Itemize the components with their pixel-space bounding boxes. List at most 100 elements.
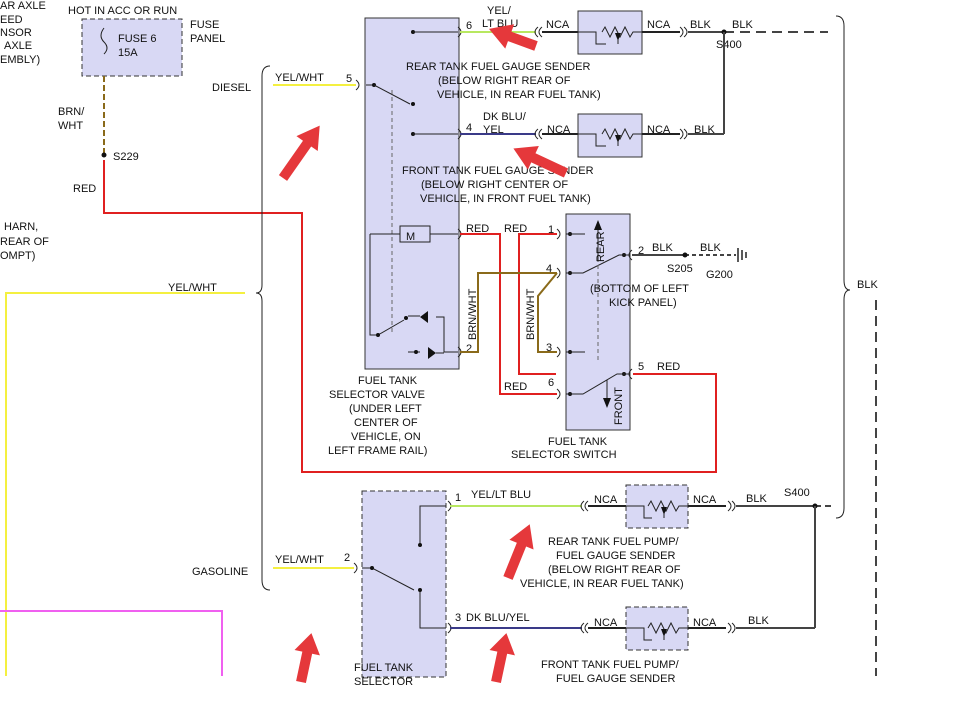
valve-label-5: VEHICLE, ON bbox=[351, 431, 421, 443]
front-pump-label-2: FUEL GAUGE SENDER bbox=[556, 673, 675, 685]
yel-wht-wire-left bbox=[5, 292, 245, 676]
switch-name-1: FUEL TANK bbox=[548, 436, 608, 448]
valve-label-2: SELECTOR VALVE bbox=[329, 389, 425, 401]
switch-name-2: SELECTOR SWITCH bbox=[511, 449, 617, 461]
brn-wht-wire-switch bbox=[537, 272, 558, 353]
annotation-arrow-3 bbox=[513, 146, 569, 178]
rear-sender-nca-b: NCA bbox=[647, 19, 671, 31]
harn-label-1: HARN, bbox=[4, 221, 38, 233]
rear-pump-label-2: FUEL GAUGE SENDER bbox=[556, 550, 675, 562]
brn-wht-wire-valve bbox=[460, 272, 557, 353]
annotation-arrow-5 bbox=[294, 633, 320, 684]
valve-label-1: FUEL TANK bbox=[358, 375, 418, 387]
red-wire-main bbox=[103, 160, 717, 473]
rear-pump-connector-a bbox=[580, 500, 589, 512]
blk-label-rear-sender: BLK bbox=[690, 19, 711, 31]
brn-wht-vertical-label-2: BRN/WHT bbox=[525, 288, 537, 340]
red-wire-label-left: RED bbox=[73, 183, 96, 195]
blk-label-ground-b: BLK bbox=[700, 242, 721, 254]
brn-wht-vertical-label-1: BRN/WHT bbox=[467, 288, 479, 340]
left-label-4: AXLE bbox=[4, 40, 32, 52]
s205-label: S205 bbox=[667, 263, 693, 275]
blk-label-right: BLK bbox=[857, 279, 878, 291]
gas-selector-pin-2-connector bbox=[353, 562, 358, 574]
valve-pin-5-label: 5 bbox=[346, 73, 352, 85]
switch-pin-2-label: 2 bbox=[638, 245, 644, 257]
yel-wht-label-left: YEL/WHT bbox=[168, 282, 217, 294]
switch-location-1: (BOTTOM OF LEFT bbox=[590, 283, 689, 295]
switch-front-label: FRONT bbox=[613, 387, 625, 425]
switch-pins bbox=[556, 220, 633, 408]
annotation-arrow-6 bbox=[489, 633, 515, 684]
left-edge-labels: AR AXLE EED NSOR AXLE EMBLY) HARN, REAR … bbox=[0, 0, 49, 262]
blk-label-front-pump: BLK bbox=[748, 615, 769, 627]
valve-label-6: LEFT FRAME RAIL) bbox=[328, 445, 427, 457]
s205-splice-dot bbox=[682, 252, 688, 258]
s229-label: S229 bbox=[113, 151, 139, 163]
rear-pump-nca-a: NCA bbox=[594, 494, 618, 506]
red-wire-valve-to-switch bbox=[460, 233, 557, 395]
harn-label-3: OMPT) bbox=[0, 250, 35, 262]
switch-pin-6-label: 6 bbox=[548, 377, 554, 389]
gas-selector-switch bbox=[362, 505, 446, 629]
rear-sender-resistor-icon bbox=[578, 25, 642, 45]
fuse-name: FUSE 6 bbox=[118, 33, 157, 45]
blk-label-rear-pump: BLK bbox=[746, 493, 767, 505]
rear-sender-label-3: VEHICLE, IN REAR FUEL TANK) bbox=[437, 89, 601, 101]
rear-sender-connector-b bbox=[679, 26, 688, 38]
switch-pin-3-label: 3 bbox=[546, 342, 552, 354]
valve-label-3: (UNDER LEFT bbox=[349, 403, 422, 415]
front-sender-connector-a bbox=[534, 128, 543, 140]
front-sender-nca-a: NCA bbox=[547, 124, 571, 136]
red-wire-label-bottom: RED bbox=[504, 381, 527, 393]
blk-label-ground-a: BLK bbox=[652, 242, 673, 254]
rear-sender-label-2: (BELOW RIGHT REAR OF bbox=[438, 75, 571, 87]
left-label-1: AR AXLE bbox=[0, 0, 46, 12]
dkblu-yel-label-b: YEL bbox=[483, 124, 504, 136]
rear-pump-connector-b bbox=[727, 500, 736, 512]
g200-label: G200 bbox=[706, 269, 733, 281]
front-pump-connector-a bbox=[580, 622, 589, 634]
brn-wht-label-b: WHT bbox=[58, 120, 83, 132]
front-pump-connector-b bbox=[727, 622, 736, 634]
red-wire-switch-label: RED bbox=[504, 223, 527, 235]
harn-label-2: REAR OF bbox=[0, 236, 49, 248]
s229-splice-dot bbox=[101, 152, 107, 158]
fuse-hot-label: HOT IN ACC OR RUN bbox=[68, 5, 177, 17]
valve-motor: M bbox=[369, 225, 458, 359]
s400-label-top: S400 bbox=[716, 39, 742, 51]
red-wire-switch-loop bbox=[518, 233, 557, 375]
dkblu-yel-label-a: DK BLU/ bbox=[483, 111, 527, 123]
front-sender-label-3: VEHICLE, IN FRONT FUEL TANK) bbox=[420, 193, 591, 205]
gasoline-label: GASOLINE bbox=[192, 566, 248, 578]
front-sender-label-2: (BELOW RIGHT CENTER OF bbox=[421, 179, 568, 191]
fuse-panel-box bbox=[81, 18, 183, 77]
annotation-arrow-4 bbox=[503, 524, 534, 580]
pink-wire bbox=[0, 610, 223, 676]
gas-selector-label-1: FUEL TANK bbox=[354, 662, 414, 674]
switch-rear-label: REAR bbox=[595, 231, 607, 262]
rear-pump-label-1: REAR TANK FUEL PUMP/ bbox=[548, 536, 680, 548]
diode-upper-icon bbox=[420, 311, 428, 323]
annotation-arrow-2 bbox=[278, 125, 320, 181]
left-label-5: EMBLY) bbox=[0, 54, 40, 66]
valve-pin-4-label: 4 bbox=[466, 122, 472, 134]
gas-fuel-tank-selector bbox=[361, 490, 447, 678]
fuel-tank-selector-valve bbox=[364, 17, 460, 370]
annotation-arrow-1 bbox=[489, 24, 538, 51]
gas-selector-label-2: SELECTOR bbox=[354, 676, 413, 688]
left-label-3: NSOR bbox=[0, 27, 32, 39]
yel-ltblu-label-gas: YEL/LT BLU bbox=[471, 489, 531, 501]
brn-wht-label-a: BRN/ bbox=[58, 106, 85, 118]
switch-pin-4-label: 4 bbox=[546, 263, 552, 275]
engine-brace bbox=[255, 65, 271, 591]
valve-pin-5-connector bbox=[355, 79, 360, 91]
dkblu-yel-label-gas: DK BLU/YEL bbox=[466, 612, 530, 624]
valve-pin-6-label: 6 bbox=[466, 20, 472, 32]
front-tank-fuel-gauge-sender bbox=[577, 113, 643, 158]
front-pump-nca-a: NCA bbox=[594, 617, 618, 629]
gas-pin-3-label: 3 bbox=[455, 612, 461, 624]
fuse-block: HOT IN ACC OR RUN FUSE 6 15A FUSE PANEL bbox=[68, 5, 225, 77]
s400-label-bottom: S400 bbox=[784, 487, 810, 499]
